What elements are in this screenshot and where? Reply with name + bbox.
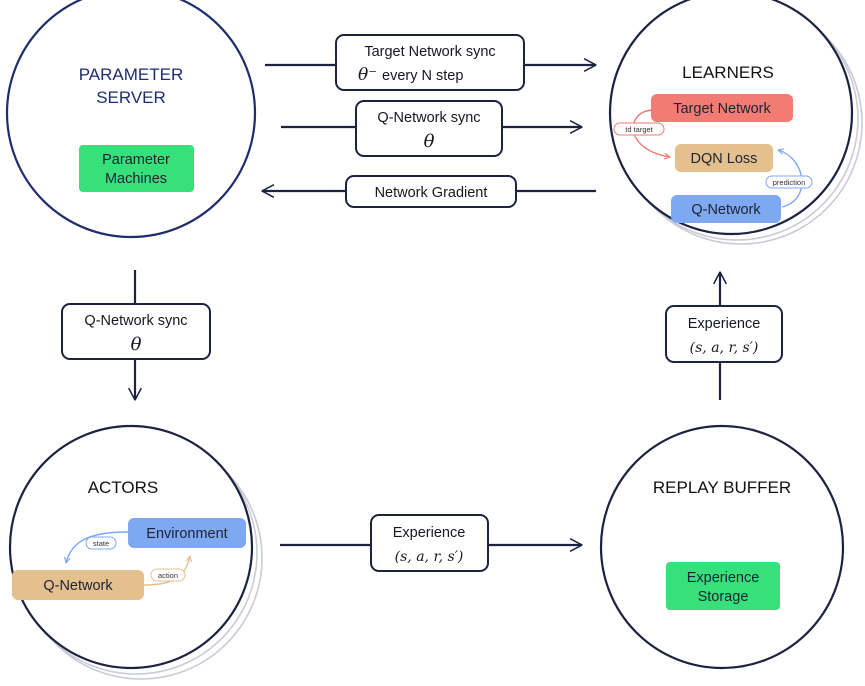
dqn-loss-label: DQN Loss <box>691 151 758 167</box>
edge-q-sync-left: Q-Network sync θ <box>61 270 211 400</box>
prediction-label: prediction <box>773 178 806 187</box>
q-sync-top-theta: θ <box>424 131 435 152</box>
replay-buffer-circle <box>599 424 845 670</box>
prediction-badge <box>765 175 813 189</box>
q-sync-left-theta: θ <box>131 334 142 355</box>
state-badge <box>85 536 117 550</box>
experience-up-label-box <box>665 305 783 363</box>
experience-up-math: (s, a, r, s′) <box>690 340 759 356</box>
learners-title: LEARNERS <box>682 63 774 82</box>
experience-right-line1: Experience <box>393 525 466 541</box>
parameter-server-title-1: PARAMETER <box>79 65 184 84</box>
target-network-label: Target Network <box>673 101 771 117</box>
learner-q-network-label: Q-Network <box>691 202 761 218</box>
action-label: action <box>158 571 178 580</box>
td-target-badge <box>613 122 665 136</box>
dqn-loss-chip <box>675 144 773 172</box>
target-sync-line1: Target Network sync <box>364 44 495 60</box>
parameter-server-node: PARAMETER SERVER Parameter Machines <box>5 0 257 239</box>
parameter-machines-label-2: Machines <box>105 171 167 187</box>
actor-q-network-label: Q-Network <box>43 578 113 594</box>
gradient-label-box <box>345 175 517 208</box>
learner-q-network-chip <box>671 195 781 223</box>
replay-buffer-title: REPLAY BUFFER <box>653 478 791 497</box>
parameter-server-title-2: SERVER <box>96 88 166 107</box>
target-network-chip <box>651 94 793 122</box>
edge-q-sync-top: Q-Network sync θ <box>281 100 582 157</box>
learners-node: LEARNERS Target Network DQN Loss Q-Netwo… <box>608 0 863 245</box>
edge-gradient: Network Gradient <box>262 175 596 208</box>
parameter-machines-chip <box>79 145 194 192</box>
experience-storage-label-2: Storage <box>698 589 749 605</box>
target-sync-label-box <box>335 34 525 91</box>
experience-right-math: (s, a, r, s′) <box>395 549 464 565</box>
q-sync-top-line1: Q-Network sync <box>377 110 480 126</box>
actors-node: ACTORS Environment Q-Network state actio… <box>8 424 263 680</box>
experience-up-line1: Experience <box>688 316 761 332</box>
experience-right-label-box <box>370 514 489 572</box>
edge-experience-right: Experience (s, a, r, s′) <box>280 514 582 572</box>
parameter-machines-label-1: Parameter <box>102 152 170 168</box>
actor-q-network-chip <box>12 570 144 600</box>
q-sync-top-label-box <box>355 100 503 157</box>
experience-storage-chip <box>666 562 780 610</box>
q-sync-left-label-box <box>61 303 211 360</box>
actors-title: ACTORS <box>88 478 159 497</box>
action-badge <box>150 568 186 582</box>
target-sync-line2: every N step <box>382 68 463 84</box>
edge-target-sync: Target Network sync θ⁻ every N step <box>265 34 596 91</box>
state-arrow <box>66 531 129 563</box>
replay-buffer-node: REPLAY BUFFER Experience Storage <box>599 424 845 670</box>
experience-storage-label-1: Experience <box>687 570 760 586</box>
environment-chip <box>128 518 246 548</box>
q-sync-left-line1: Q-Network sync <box>84 313 187 329</box>
td-target-label: td target <box>625 125 653 134</box>
target-sync-theta: θ⁻ <box>358 65 377 85</box>
edge-experience-up: Experience (s, a, r, s′) <box>665 272 783 400</box>
state-label: state <box>93 539 109 548</box>
gradient-label: Network Gradient <box>375 185 488 201</box>
parameter-server-circle <box>5 0 257 239</box>
environment-label: Environment <box>146 526 227 542</box>
